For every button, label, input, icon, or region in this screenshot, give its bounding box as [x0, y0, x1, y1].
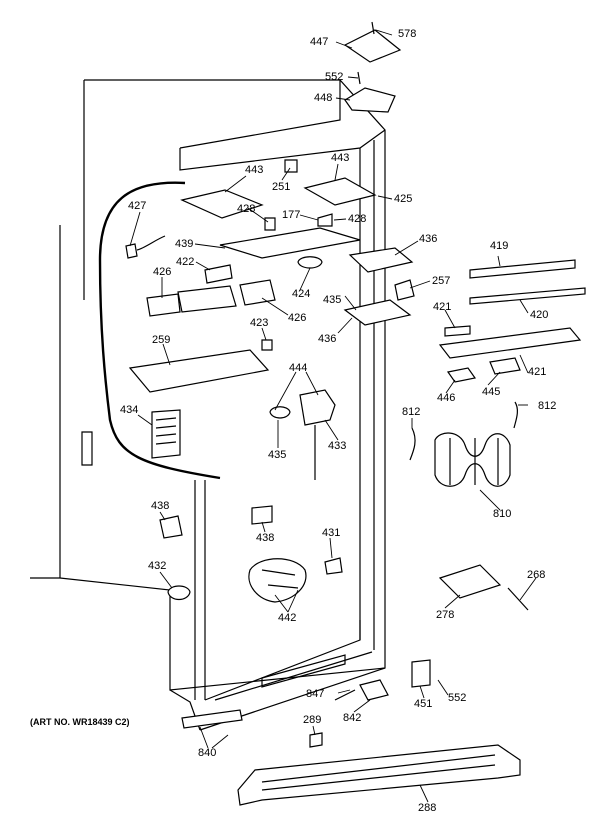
part-label-434: 434 [120, 404, 139, 416]
part-label-431: 431 [322, 527, 341, 539]
part-label-177: 177 [282, 209, 301, 221]
part-label-552: 552 [325, 71, 344, 83]
part-label-278: 278 [436, 609, 455, 621]
part-label-422: 422 [176, 256, 195, 268]
part-label-428: 428 [348, 213, 367, 225]
part-label-435: 435 [323, 294, 342, 306]
part-label-812: 812 [402, 406, 421, 418]
part-label-812: 812 [538, 400, 557, 412]
lower-parts [181, 564, 529, 806]
part-label-840: 840 [198, 747, 217, 759]
part-label-435: 435 [268, 449, 287, 461]
mid-parts [151, 389, 343, 603]
part-label-847: 847 [306, 688, 325, 700]
part-label-439: 439 [175, 238, 194, 250]
part-label-432: 432 [148, 560, 167, 572]
part-label-446: 446 [437, 392, 456, 404]
part-label-420: 420 [530, 309, 549, 321]
part-label-433: 433 [328, 440, 347, 452]
part-label-443: 443 [245, 164, 264, 176]
part-label-426: 426 [153, 266, 172, 278]
part-label-451: 451 [414, 698, 433, 710]
part-label-443: 443 [331, 152, 350, 164]
part-label-842: 842 [343, 712, 362, 724]
part-label-438: 438 [256, 532, 275, 544]
part-label-428: 428 [237, 203, 256, 215]
part-label-436: 436 [419, 233, 438, 245]
part-label-421: 421 [433, 301, 452, 313]
part-label-552: 552 [448, 692, 467, 704]
part-label-424: 424 [292, 288, 311, 300]
part-label-251: 251 [272, 181, 291, 193]
part-label-436: 436 [318, 333, 337, 345]
part-label-444: 444 [289, 362, 308, 374]
cabinet-shell [30, 79, 386, 731]
part-label-445: 445 [482, 386, 501, 398]
door-cable [81, 181, 221, 480]
part-label-438: 438 [151, 500, 170, 512]
part-label-425: 425 [394, 193, 413, 205]
part-label-447: 447 [310, 36, 329, 48]
part-label-427: 427 [128, 200, 147, 212]
part-label-289: 289 [303, 714, 322, 726]
top-hinge-parts [343, 21, 402, 113]
part-label-448: 448 [314, 92, 333, 104]
part-label-578: 578 [398, 28, 417, 40]
part-label-423: 423 [250, 317, 269, 329]
part-label-257: 257 [432, 275, 451, 287]
part-label-268: 268 [527, 569, 546, 581]
part-label-426: 426 [288, 312, 307, 324]
art-number-note: (ART NO. WR18439 C2) [30, 717, 130, 727]
part-label-259: 259 [152, 334, 171, 346]
part-label-442: 442 [278, 612, 297, 624]
part-label-419: 419 [490, 240, 509, 252]
part-label-810: 810 [493, 508, 512, 520]
leader-lines [129, 29, 537, 803]
right-panel-parts [409, 259, 586, 487]
part-label-288: 288 [418, 802, 437, 814]
part-label-421: 421 [528, 366, 547, 378]
